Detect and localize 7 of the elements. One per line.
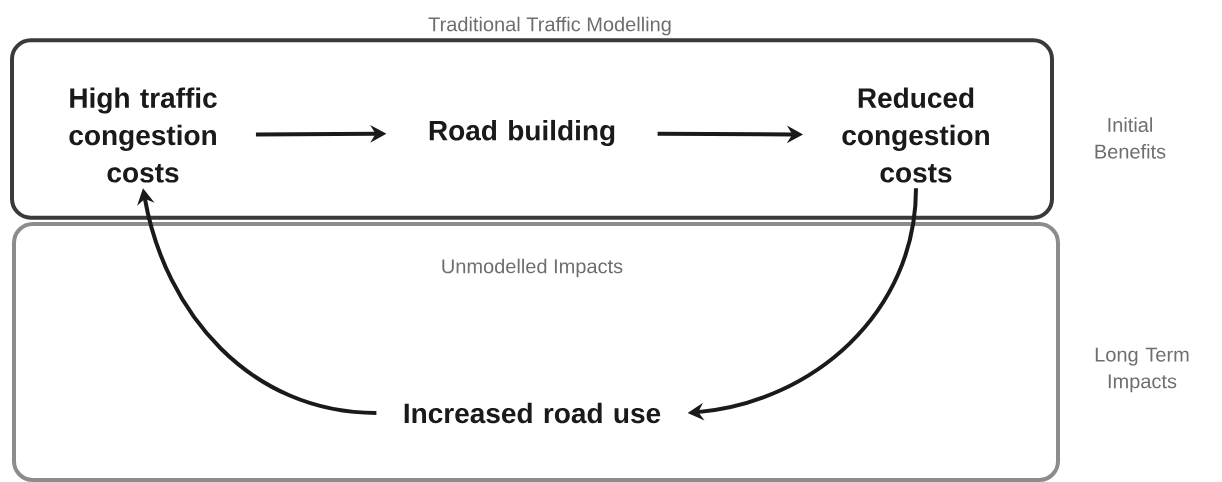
step-text: Reduced congestion costs [842, 87, 989, 183]
node-label: Traditional Traffic Modelling [428, 16, 671, 36]
step-text: Road building [429, 119, 615, 147]
side-label: Long Term Impacts [1095, 347, 1189, 393]
step-text: Increased road use [404, 402, 661, 424]
side-label: Initial Benefits [1095, 117, 1166, 159]
step-text: High traffic congestion costs [69, 87, 217, 183]
